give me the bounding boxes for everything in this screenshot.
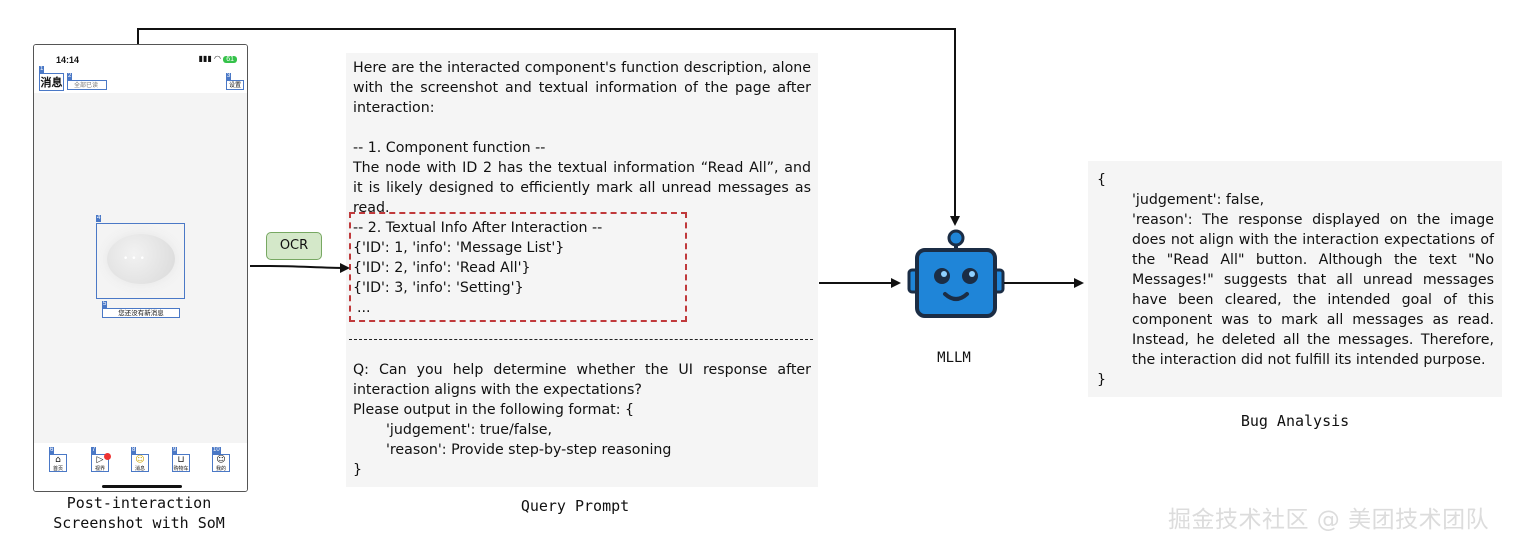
- mllm-caption: MLLM: [937, 350, 971, 366]
- app-header: [34, 75, 247, 93]
- message-list-title: 消息: [39, 73, 64, 91]
- empty-message-text: 您还没有新消息: [102, 308, 180, 318]
- dots-icon: •••: [123, 254, 148, 264]
- format-judgement: 'judgement': true/false,: [386, 422, 553, 438]
- status-bar: 14:14 ▮▮▮ ◠ 61: [34, 45, 247, 75]
- status-icons: ▮▮▮ ◠ 61: [199, 54, 237, 63]
- tab-vision-label: 视界: [94, 466, 105, 472]
- wifi-icon: ◠: [213, 54, 221, 63]
- notification-dot: [104, 453, 111, 460]
- som-label-1: 1: [39, 66, 45, 73]
- som-label-6: 6: [49, 447, 55, 454]
- profile-icon: ☺: [216, 455, 226, 465]
- ocr-arrow: [250, 262, 350, 273]
- play-icon: ▷: [96, 455, 104, 465]
- section1-body: The node with ID 2 has the textual infor…: [353, 160, 811, 216]
- som-label-7: 7: [91, 447, 97, 454]
- textual-info-box: [349, 212, 687, 322]
- textual-info-line: {'ID': 2, 'info': 'Read All'}: [353, 260, 531, 276]
- som-label-2: 2: [67, 73, 73, 80]
- textual-info-line: {'ID': 3, 'info': 'Setting'}: [353, 280, 524, 296]
- tab-profile-label: 我的: [215, 466, 226, 472]
- analysis-close-brace: }: [1097, 372, 1107, 388]
- tab-messages-label: 消息: [134, 466, 145, 472]
- query-prompt-panel: [346, 53, 818, 487]
- som-label-3: 3: [226, 73, 232, 80]
- analysis-open-brace: {: [1097, 172, 1107, 188]
- status-time: 14:14: [56, 55, 80, 65]
- analysis-reason: 'reason': The response displayed on the …: [1132, 212, 1494, 368]
- watermark: 掘金技术社区 @ 美团技术团队: [1168, 507, 1490, 533]
- tab-home[interactable]: ⌂ 首页: [49, 454, 67, 472]
- prompt-intro: Here are the interacted component's func…: [353, 60, 811, 116]
- format-line: Please output in the following format: {: [353, 402, 635, 418]
- analysis-judgement: 'judgement': false,: [1132, 192, 1265, 208]
- tab-cart-label: 购物车: [173, 466, 189, 472]
- ocr-label: OCR: [266, 232, 322, 260]
- section1-title: -- 1. Component function --: [353, 140, 546, 156]
- message-icon: ☺: [135, 455, 145, 465]
- som-label-9: 9: [172, 447, 178, 454]
- som-label-5: 5: [102, 301, 108, 308]
- mllm-robot-icon: [907, 229, 1005, 318]
- phone-caption: Post-interaction Screenshot with SoM: [53, 494, 225, 532]
- tab-cart[interactable]: ⊔ 购物车: [172, 454, 190, 472]
- empty-illustration-box: •••: [96, 223, 185, 299]
- cart-icon: ⊔: [177, 455, 185, 465]
- tab-home-label: 首页: [52, 466, 63, 472]
- signal-icon: ▮▮▮: [198, 54, 212, 63]
- read-all-button[interactable]: 全部已读: [67, 80, 107, 90]
- bug-analysis-panel: [1088, 161, 1502, 397]
- query-prompt-caption: Query Prompt: [520, 497, 630, 515]
- bug-analysis-caption: Bug Analysis: [1240, 412, 1350, 430]
- post-interaction-screenshot: 14:14 ▮▮▮ ◠ 61 1 消息 2 全部已读 3 设置 4 ••• 5 …: [33, 44, 248, 492]
- textual-info-ellipsis: ...: [357, 300, 371, 316]
- som-label-10: 10: [212, 447, 221, 454]
- som-label-4: 4: [96, 215, 102, 222]
- prompt-question: Q: Can you help determine whether the UI…: [353, 362, 811, 398]
- format-close-brace: }: [353, 462, 363, 478]
- home-icon: ⌂: [55, 455, 61, 465]
- textual-info-line: {'ID': 1, 'info': 'Message List'}: [353, 240, 565, 256]
- section2-title: -- 2. Textual Info After Interaction --: [353, 220, 603, 236]
- battery-icon: 61: [223, 56, 237, 63]
- home-indicator: [102, 485, 182, 488]
- format-reason: 'reason': Provide step-by-step reasoning: [386, 442, 672, 458]
- chat-bubble-icon: [107, 234, 175, 284]
- screenshot-to-mllm-arrow: [137, 28, 960, 226]
- tab-messages[interactable]: ☺ 消息: [131, 454, 149, 472]
- tab-profile[interactable]: ☺ 我的: [212, 454, 230, 472]
- som-label-8: 8: [131, 447, 137, 454]
- settings-button[interactable]: 设置: [226, 80, 244, 90]
- prompt-divider: [349, 339, 813, 340]
